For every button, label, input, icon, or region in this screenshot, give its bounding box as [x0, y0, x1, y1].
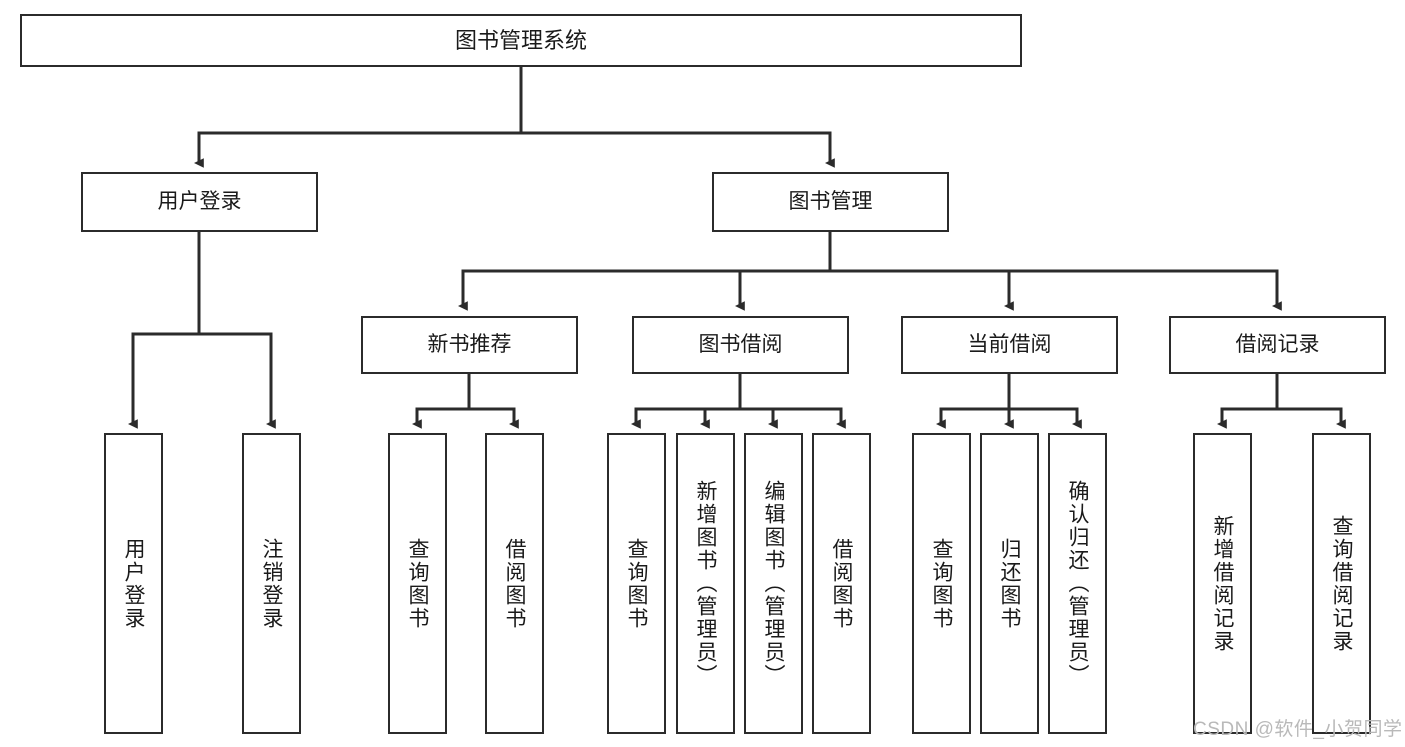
node-borrowing-record[interactable]: 借阅记录: [1169, 316, 1386, 374]
node-label: 查询图书: [930, 537, 953, 630]
leaf-borrow-add-book-admin[interactable]: 新增图书（管理员）: [676, 433, 735, 734]
node-user-login[interactable]: 用户登录: [81, 172, 318, 232]
leaf-new-book-borrow-book[interactable]: 借阅图书: [485, 433, 544, 734]
node-label: 新书推荐: [427, 332, 512, 356]
node-label: 新增图书（管理员）: [694, 480, 717, 687]
leaf-record-add-borrow-record[interactable]: 新增借阅记录: [1193, 433, 1252, 734]
node-label: 归还图书: [998, 537, 1021, 630]
node-label: 借阅记录: [1235, 332, 1320, 356]
node-label: 图书借阅: [698, 332, 783, 356]
node-label: 查询图书: [406, 537, 429, 630]
node-current-borrowing[interactable]: 当前借阅: [901, 316, 1118, 374]
node-label: 新增借阅记录: [1211, 514, 1234, 653]
csdn-watermark: CSDN @软件_小贺同学: [1193, 719, 1403, 740]
node-label: 借阅图书: [503, 537, 526, 630]
node-book-management[interactable]: 图书管理: [712, 172, 949, 232]
node-label: 当前借阅: [967, 332, 1052, 356]
node-label: 用户登录: [157, 189, 242, 213]
node-label: 借阅图书: [830, 537, 853, 630]
node-label: 编辑图书（管理员）: [762, 480, 785, 687]
node-label: 图书管理系统: [454, 27, 587, 53]
leaf-record-query-borrow-record[interactable]: 查询借阅记录: [1312, 433, 1371, 734]
node-label: 图书管理: [788, 189, 873, 213]
leaf-new-book-query-book[interactable]: 查询图书: [388, 433, 447, 734]
node-label: 确认归还（管理员）: [1066, 480, 1089, 687]
leaf-borrow-borrow-book[interactable]: 借阅图书: [812, 433, 871, 734]
node-book-borrowing[interactable]: 图书借阅: [632, 316, 849, 374]
node-label: 查询图书: [625, 537, 648, 630]
leaf-current-return-book[interactable]: 归还图书: [980, 433, 1039, 734]
leaf-user-logout[interactable]: 注销登录: [242, 433, 301, 734]
node-new-book-recommendation[interactable]: 新书推荐: [361, 316, 578, 374]
node-label: 用户登录: [122, 537, 145, 630]
leaf-borrow-query-book[interactable]: 查询图书: [607, 433, 666, 734]
node-root-book-management-system[interactable]: 图书管理系统: [20, 14, 1022, 67]
leaf-borrow-edit-book-admin[interactable]: 编辑图书（管理员）: [744, 433, 803, 734]
leaf-current-confirm-return-admin[interactable]: 确认归还（管理员）: [1048, 433, 1107, 734]
leaf-user-login[interactable]: 用户登录: [104, 433, 163, 734]
leaf-current-query-book[interactable]: 查询图书: [912, 433, 971, 734]
node-label: 注销登录: [260, 537, 283, 630]
node-label: 查询借阅记录: [1330, 514, 1353, 653]
